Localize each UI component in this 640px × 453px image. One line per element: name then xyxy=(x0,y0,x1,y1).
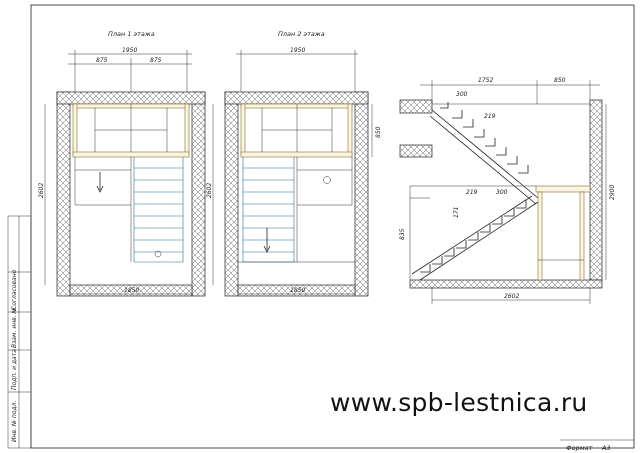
section-dim-landing-h: 835 xyxy=(399,228,406,240)
plan-1-wall-top xyxy=(56,91,206,105)
section-landing xyxy=(535,185,591,193)
format-value: А3 xyxy=(601,444,611,452)
section-dim-riser: 171 xyxy=(453,207,460,218)
section-wall-mid-left xyxy=(399,144,433,158)
plan-2: План 2 этажа 1950 xyxy=(206,30,382,297)
section-dim-total-h: 2900 xyxy=(609,185,616,200)
plan-2-wall-bottom xyxy=(237,284,356,297)
section-wall-top-left xyxy=(399,99,433,114)
website-watermark: www.spb-lestnica.ru xyxy=(330,388,588,417)
plan-1-dim-total: 1950 xyxy=(122,47,137,54)
format-label: Формат xyxy=(566,444,593,452)
plan-1-flight xyxy=(133,157,184,263)
plan-2-wall-left xyxy=(224,91,239,297)
section-dim-step-w1: 300 xyxy=(456,91,468,98)
title-strip: Согласовано Взам. инв. № Подп. и дата Ин… xyxy=(7,215,32,449)
section-dim-top-right: 850 xyxy=(554,77,566,84)
plan-2-dim-side: 850 xyxy=(375,126,382,138)
plan-1-dim-height: 2602 xyxy=(38,183,45,198)
plan-1-dim-right: 875 xyxy=(150,57,162,64)
plan-2-dim-total: 1950 xyxy=(290,47,305,54)
plan-2-dim-bottom: 1850 xyxy=(290,287,305,294)
title-strip-label-1: Согласовано xyxy=(11,269,18,310)
title-strip-label-2: Взам. инв. № xyxy=(11,307,18,348)
section-floor xyxy=(409,279,603,289)
section-wall-right xyxy=(589,99,603,281)
plan-1-wall-left xyxy=(56,91,71,297)
plan-1: План 1 этажа 1950 875 875 xyxy=(38,30,206,297)
section-lower-steps xyxy=(420,200,527,273)
section-view: 1752 850 300 219 219 300 171 xyxy=(399,77,616,304)
plan-2-wall-top xyxy=(224,91,369,105)
plan-1-title: План 1 этажа xyxy=(108,30,155,38)
title-strip-label-3: Подп. и дата xyxy=(11,349,18,390)
section-dim-step-h1: 219 xyxy=(484,113,496,120)
plan-2-dim-height: 2602 xyxy=(206,183,213,198)
title-strip-label-4: Инв. № подл. xyxy=(11,401,18,442)
plan-2-flight xyxy=(242,157,295,263)
plan-1-dim-left: 875 xyxy=(96,57,108,64)
plan-1-wall-bottom xyxy=(69,284,193,297)
plan-1-wall-right xyxy=(191,91,206,297)
plan-2-title: План 2 этажа xyxy=(278,30,325,38)
section-dim-bottom: 2602 xyxy=(504,293,519,300)
section-dim-top-left: 1752 xyxy=(478,77,493,84)
sheet-frame xyxy=(30,4,635,449)
format-box: Формат А3 xyxy=(560,439,634,452)
section-upper-steps xyxy=(440,102,529,174)
section-dim-step-h2: 219 xyxy=(466,189,478,196)
plan-2-wall-right xyxy=(354,91,369,297)
section-dim-step-w2: 300 xyxy=(496,189,508,196)
plan-1-dim-bottom: 1850 xyxy=(124,287,139,294)
